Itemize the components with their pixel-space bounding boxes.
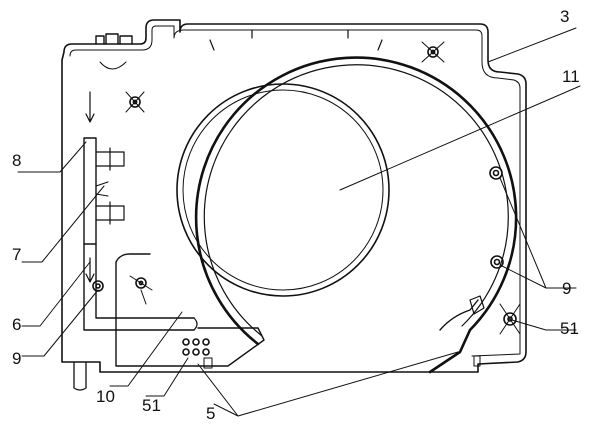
vent-holes — [182, 338, 210, 356]
label-11: 11 — [562, 67, 580, 86]
housing-outline — [61, 19, 527, 373]
screw-top-left — [125, 91, 145, 113]
inlet-circle-inner — [182, 89, 384, 291]
label-5: 5 — [206, 404, 216, 423]
tongue — [439, 299, 479, 331]
leader-5 — [197, 351, 459, 417]
pipe-end — [193, 317, 198, 331]
leader-51-bottom — [145, 357, 189, 397]
volute-outer — [194, 56, 518, 374]
leader-10 — [109, 311, 183, 387]
screw-right-lower — [490, 255, 504, 269]
screw-left-lower — [92, 280, 104, 292]
bottom-tab-right — [473, 355, 481, 367]
volute-bottom-plate — [115, 253, 265, 367]
label-10: 10 — [96, 387, 115, 406]
leader-9-right — [499, 177, 577, 289]
leader-7 — [21, 185, 105, 263]
right-clip — [469, 295, 485, 315]
pipe-clamp-upper — [95, 147, 125, 171]
screw-top-right — [421, 41, 445, 63]
leader-6 — [21, 261, 91, 327]
leader-8 — [17, 141, 87, 173]
label-8: 8 — [12, 151, 22, 170]
volute-tabs — [209, 29, 383, 51]
inlet-circle-outer — [176, 83, 390, 297]
pipe-vertical — [83, 137, 97, 245]
leader-51-right — [511, 319, 577, 331]
leader-lines — [17, 27, 581, 417]
pipe-clamp-mid — [95, 181, 109, 197]
label-9-right: 9 — [562, 279, 572, 298]
leader-11 — [339, 85, 581, 191]
label-9-left: 9 — [12, 349, 22, 368]
pipe-lower — [83, 243, 195, 331]
top-fitting — [95, 33, 133, 45]
leader-3 — [487, 27, 577, 63]
drain-spout — [73, 361, 87, 391]
volute-inner — [203, 64, 509, 337]
pipe-clamp-lower — [95, 201, 125, 225]
top-fitting-curve — [99, 61, 127, 70]
screw-right-upper — [489, 166, 503, 180]
label-3: 3 — [560, 7, 570, 26]
label-51-right: 51 — [560, 319, 579, 338]
label-6: 6 — [12, 315, 22, 334]
housing-inner-outline — [69, 25, 521, 357]
label-51-bottom: 51 — [142, 396, 161, 415]
screw-bottom-right — [499, 303, 521, 335]
flow-arrow-top — [85, 91, 95, 123]
screw-mid-left — [129, 275, 153, 305]
leader-9-left — [21, 289, 99, 357]
bottom-tab — [203, 357, 213, 369]
label-7: 7 — [12, 245, 22, 264]
